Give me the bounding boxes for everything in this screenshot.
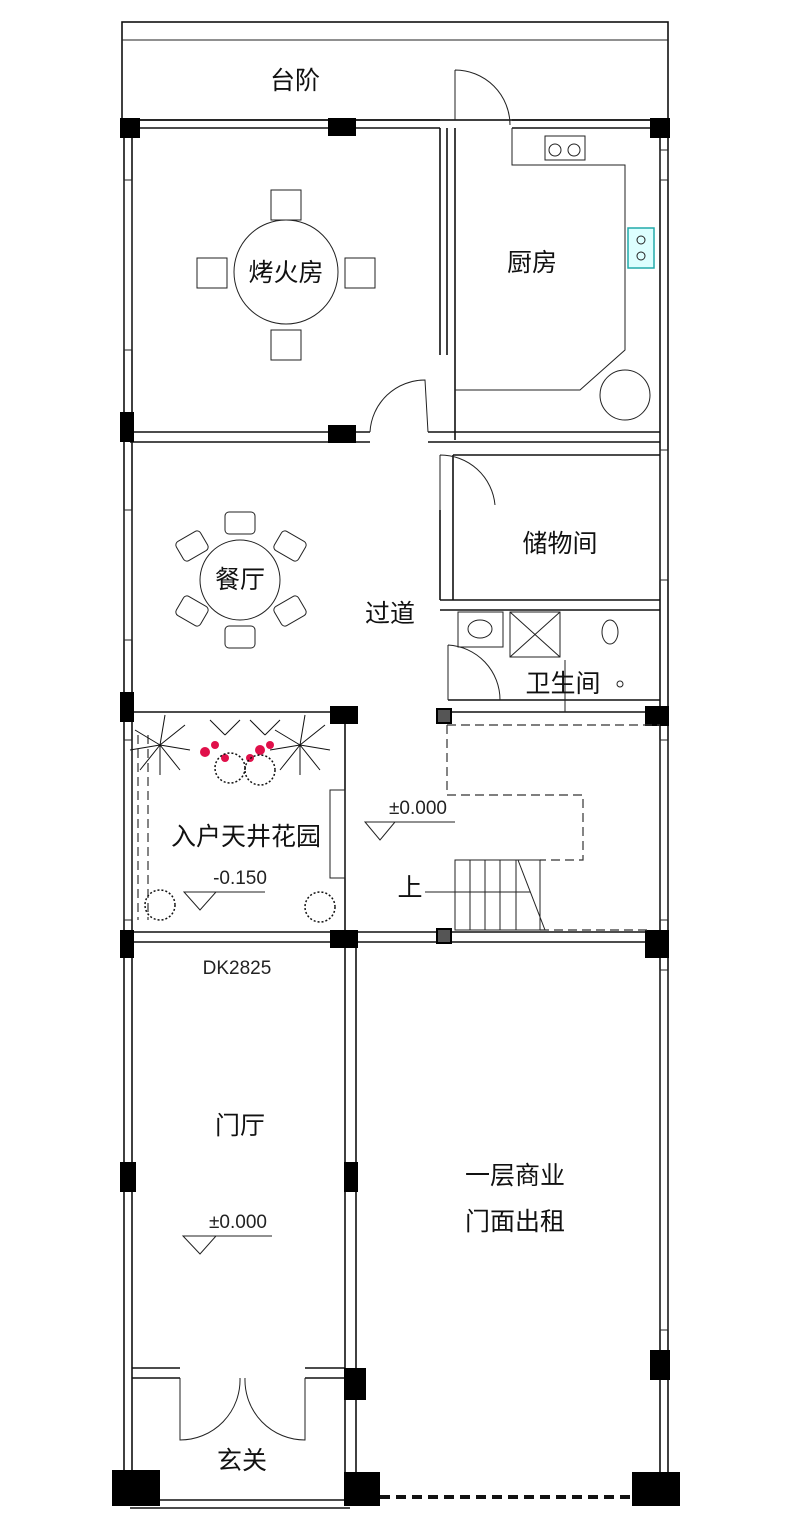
courtyard-plants bbox=[129, 714, 336, 923]
steps-label: 台阶 bbox=[270, 66, 320, 95]
stairs: 上 bbox=[397, 724, 660, 931]
room-labels: 台阶 烤火房 厨房 餐厅 储物间 过道 卫生间 入户天井花园 DK2825 门厅… bbox=[171, 66, 601, 1475]
door-code-label: DK2825 bbox=[203, 958, 272, 979]
level-markers: ±0.000 -0.150 ±0.000 bbox=[181, 798, 455, 1255]
fire-room-table bbox=[196, 189, 376, 361]
entrance-label: 玄关 bbox=[217, 1446, 267, 1475]
courtyard-garden-label: 入户天井花园 bbox=[171, 822, 321, 851]
steps-area bbox=[121, 21, 669, 121]
kitchen-fixtures bbox=[455, 128, 655, 421]
foyer-level: ±0.000 bbox=[209, 1212, 267, 1233]
corridor-level: ±0.000 bbox=[389, 798, 447, 819]
bathroom-label: 卫生间 bbox=[525, 669, 600, 698]
shop-label-line2: 门面出租 bbox=[465, 1207, 565, 1236]
doors bbox=[179, 69, 511, 1441]
storage-label: 储物间 bbox=[522, 529, 597, 558]
dining-label: 餐厅 bbox=[215, 565, 265, 594]
foyer-label: 门厅 bbox=[215, 1111, 265, 1140]
columns bbox=[112, 118, 680, 1506]
fire-room-label: 烤火房 bbox=[248, 258, 323, 287]
courtyard-level: -0.150 bbox=[213, 868, 267, 889]
dining-table bbox=[175, 511, 307, 649]
stove-icon bbox=[627, 227, 655, 269]
windows bbox=[123, 149, 669, 1331]
interior-walls bbox=[130, 128, 660, 1500]
shop-label-line1: 一层商业 bbox=[465, 1161, 565, 1190]
bathroom-fixtures bbox=[457, 611, 624, 712]
kitchen-label: 厨房 bbox=[507, 248, 557, 277]
corridor-label: 过道 bbox=[365, 599, 415, 628]
stair-label: 上 bbox=[397, 873, 422, 902]
